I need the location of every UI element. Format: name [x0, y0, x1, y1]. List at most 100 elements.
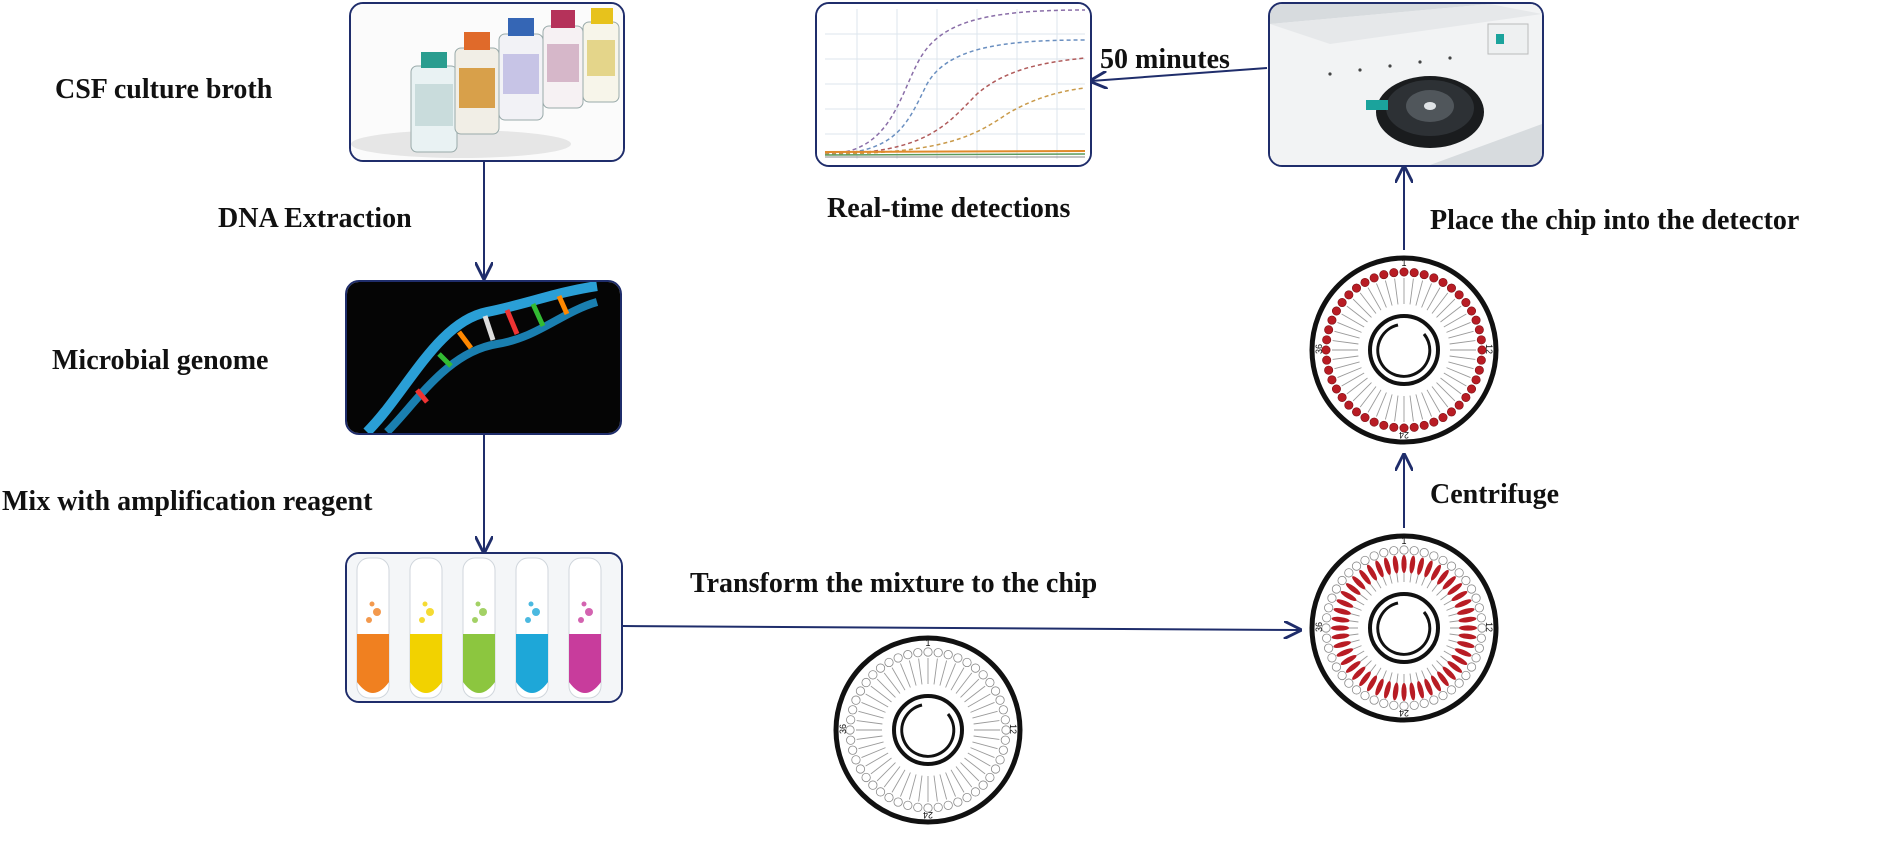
chip-well	[1324, 603, 1360, 617]
chip-index-label: 12	[1484, 622, 1494, 632]
chip-well	[1337, 575, 1368, 601]
chip-well	[967, 686, 1001, 708]
chip-well	[1344, 382, 1372, 410]
chip-well	[1431, 561, 1457, 592]
chip-well	[1399, 545, 1409, 582]
chip-well	[884, 657, 906, 691]
chip-well	[1448, 361, 1484, 375]
chip-well	[939, 774, 953, 810]
chip-well	[1399, 267, 1409, 304]
chip-well	[1426, 277, 1448, 311]
chip-well	[913, 775, 923, 812]
chip-well	[1344, 568, 1372, 596]
chip-well	[861, 677, 892, 703]
chip-well	[845, 725, 882, 735]
chip-well	[1436, 382, 1464, 410]
chip-well	[1431, 283, 1456, 314]
chip-well	[1440, 575, 1471, 601]
chip-well	[1449, 335, 1486, 345]
chip-well	[893, 653, 911, 688]
chip-well	[1369, 670, 1387, 705]
chip-well	[970, 747, 1005, 765]
chip-well	[1409, 268, 1419, 305]
chip-well	[945, 653, 963, 688]
bottle-1	[410, 52, 458, 153]
chip-well	[973, 735, 1010, 745]
chip-index-label: 12	[1484, 344, 1494, 354]
chip-well	[1426, 555, 1448, 589]
chip-well	[855, 752, 889, 774]
chip-well	[1321, 345, 1358, 355]
chip-well	[1327, 315, 1362, 333]
chip-well	[1446, 315, 1481, 333]
chip-well	[1331, 650, 1365, 672]
chip-well	[903, 650, 917, 686]
chip-well	[923, 776, 933, 813]
chip-well	[964, 757, 995, 783]
chip-well	[1440, 377, 1471, 402]
chip-well	[1379, 394, 1393, 430]
chip-well	[1337, 377, 1368, 402]
chip-well	[1436, 290, 1464, 318]
chip-well	[1389, 268, 1399, 305]
chip-well	[1426, 389, 1448, 423]
chip-well	[868, 670, 896, 698]
tube	[462, 557, 496, 699]
chip-well	[1360, 389, 1382, 423]
chip-index-label: 36	[1314, 622, 1324, 632]
bottle-4	[542, 10, 584, 109]
tube	[409, 557, 443, 699]
chip-well	[974, 725, 1011, 735]
chip-well	[1360, 667, 1382, 701]
label-place-chip: Place the chip into the detector	[1430, 205, 1800, 236]
colored-tubes-image	[345, 552, 623, 703]
chip-index-label: 12	[1008, 724, 1018, 734]
chip-well	[960, 762, 988, 790]
chip-well	[1415, 270, 1429, 306]
arrow-detector-to-plot	[1091, 67, 1268, 81]
chip-well	[1327, 593, 1362, 611]
chip-well	[1421, 670, 1439, 705]
tube	[515, 557, 549, 699]
chip-well	[1421, 392, 1439, 427]
chip-well	[1409, 546, 1419, 583]
label-centrifuge: Centrifuge	[1430, 479, 1560, 510]
label-dna-extraction: DNA Extraction	[218, 203, 412, 234]
chip-well	[1440, 298, 1471, 323]
chip-well	[1324, 639, 1360, 653]
chip-well	[972, 741, 1008, 755]
chip-well	[903, 774, 917, 810]
chip-well	[1449, 633, 1486, 643]
chip-index-label: 24	[1399, 708, 1409, 718]
chip-well	[955, 663, 981, 694]
chip-well	[1389, 673, 1399, 710]
chip-well	[1331, 306, 1365, 328]
chip-well	[1431, 664, 1457, 695]
label-realtime-detections: Real-time detections	[827, 193, 1071, 224]
chip-index-label: 1	[925, 638, 930, 648]
chip-well	[1369, 392, 1387, 427]
chip-well	[1369, 551, 1387, 586]
chip-well	[875, 766, 901, 797]
chip-well	[1443, 650, 1477, 672]
chip-well	[1399, 396, 1409, 433]
chip-well	[1344, 660, 1372, 688]
chip-index-label: 1	[1401, 258, 1406, 268]
realtime-plot-image	[815, 2, 1092, 167]
chip-well	[964, 677, 995, 703]
chip-well	[1379, 672, 1393, 708]
chip-well	[1379, 548, 1393, 584]
chip-well	[875, 663, 901, 694]
chip-well	[1327, 645, 1362, 663]
chip-well	[933, 775, 943, 812]
label-time: 50 minutes	[1100, 44, 1230, 75]
chip-well	[1331, 372, 1365, 394]
chip-well	[1379, 270, 1393, 306]
chip-well	[1446, 645, 1481, 663]
bottle-5	[582, 8, 620, 103]
label-csf-culture-broth: CSF culture broth	[55, 74, 273, 105]
chip-well	[970, 695, 1005, 713]
